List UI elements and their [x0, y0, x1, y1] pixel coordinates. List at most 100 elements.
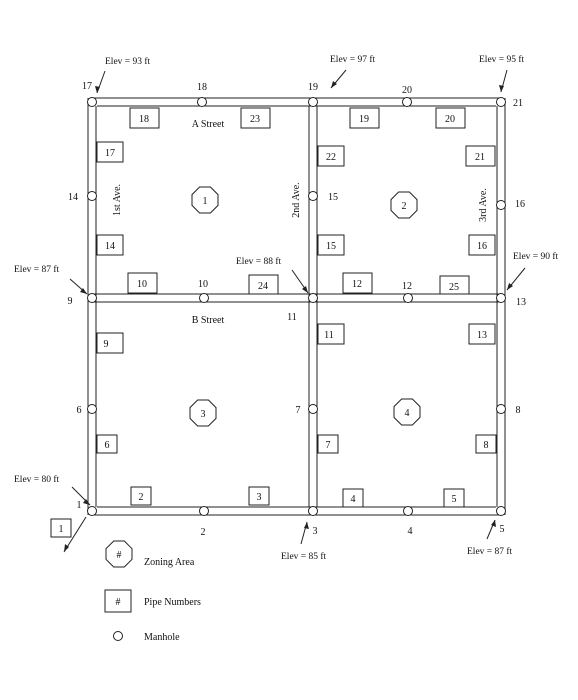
a-street-label: A Street: [192, 119, 225, 130]
pipe-box-2: [130, 486, 152, 506]
manhole-9: [87, 293, 97, 303]
pipe-label-24: 24: [258, 281, 268, 292]
third-ave-label: 3rd Ave.: [478, 188, 489, 222]
pipe-label-8: 8: [484, 440, 489, 451]
pipe-box-14: [96, 234, 124, 256]
zone-label-2: 2: [402, 201, 407, 212]
legend-pipe-box: [104, 589, 132, 613]
pipe-box-25: [439, 275, 470, 295]
outlet-arrowhead: [64, 544, 69, 552]
node-label-14: 14: [68, 192, 78, 203]
pipe-label-12: 12: [352, 279, 362, 290]
pipe-box-10: [127, 272, 158, 294]
node-label-17: 17: [82, 81, 92, 92]
node-label-6: 6: [77, 405, 82, 416]
pipe-box-6: [96, 434, 118, 454]
manhole-1: [87, 506, 97, 516]
zone-octagon-3: [189, 399, 217, 427]
elev-label-node-19: Elev = 97 ft: [330, 54, 376, 65]
manhole-13: [496, 293, 506, 303]
pipe-box-3: [248, 486, 270, 506]
pipe-label-18: 18: [139, 114, 149, 125]
manhole-18: [197, 97, 207, 107]
elev-label-node-3: Elev = 85 ft: [281, 551, 327, 562]
pipe-box-5: [443, 488, 465, 508]
pipe-box-11: [317, 323, 345, 345]
elev-arrowhead-node-11: [302, 286, 308, 293]
zone-label-1: 1: [203, 196, 208, 207]
elev-arrowhead-node-21: [499, 85, 504, 92]
elev-label-node-1: Elev = 80 ft: [14, 474, 60, 485]
legend-manhole-icon: [113, 631, 123, 641]
pipe-box-12: [342, 272, 373, 294]
pipe-label-1: 1: [59, 524, 64, 535]
pipe-box-21: [465, 145, 496, 167]
zone-octagon-2: [390, 191, 418, 219]
node-label-5: 5: [500, 524, 505, 535]
elev-label-node-17: Elev = 93 ft: [105, 56, 151, 67]
elev-label-node-13: Elev = 90 ft: [513, 251, 559, 262]
elev-arrowhead-node-17: [95, 86, 100, 93]
node-label-7: 7: [296, 405, 301, 416]
manhole-16: [496, 200, 506, 210]
manholes: [87, 97, 506, 516]
second-ave-label: 2nd Ave.: [291, 182, 302, 217]
first-ave-label: 1st Ave.: [112, 184, 123, 216]
legend-zoning-area-label: Zoning Area: [144, 557, 195, 568]
node-label-2: 2: [201, 527, 206, 538]
manhole-21: [496, 97, 506, 107]
manhole-2: [199, 506, 209, 516]
node-label-21: 21: [513, 98, 523, 109]
pipe-box-8: [475, 434, 497, 454]
pipe-label-2: 2: [139, 492, 144, 503]
pipe-label-5: 5: [452, 494, 457, 505]
pipe-label-6: 6: [105, 440, 110, 451]
legend-pipe-symbol: #: [116, 597, 121, 608]
pipe-box-7: [317, 434, 339, 454]
manhole-5: [496, 506, 506, 516]
zone-octagon-1: [191, 186, 219, 214]
pipe-box-1: [50, 518, 72, 538]
node-label-13: 13: [516, 297, 526, 308]
pipe-box-15: [317, 234, 345, 256]
legend-manhole-label: Manhole: [144, 632, 180, 643]
pipe-label-16: 16: [477, 241, 487, 252]
zone-octagon-4: [393, 398, 421, 426]
pipe-box-17: [96, 141, 124, 163]
pipe-label-19: 19: [359, 114, 369, 125]
zoning-areas: 1 2 3 4: [189, 186, 421, 427]
manhole-8: [496, 404, 506, 414]
pipe-label-4: 4: [351, 494, 356, 505]
pipe-box-23: [240, 107, 271, 129]
legend-zone-symbol: #: [117, 550, 122, 561]
node-label-16: 16: [515, 199, 525, 210]
node-label-19: 19: [308, 82, 318, 93]
node-label-18: 18: [197, 82, 207, 93]
pipe-label-23: 23: [250, 114, 260, 125]
manhole-11: [308, 293, 318, 303]
elev-arrowhead-node-1: [83, 499, 90, 505]
pipe-box-20: [435, 107, 466, 129]
pipe-box-9: [96, 332, 124, 354]
elev-arrowhead-node-3: [304, 522, 309, 529]
legend-zone-octagon: [105, 540, 133, 568]
pipe-label-13: 13: [477, 330, 487, 341]
manhole-15: [308, 191, 318, 201]
elevation-annotations: Elev = 93 ft Elev = 97 ft Elev = 95 ft E…: [14, 54, 559, 562]
pipe-label-3: 3: [257, 492, 262, 503]
pipe-box-18: [129, 107, 160, 129]
elev-label-node-21: Elev = 95 ft: [479, 54, 525, 65]
node-label-20: 20: [402, 85, 412, 96]
node-label-8: 8: [516, 405, 521, 416]
node-labels: 17 18 19 20 21 14 15 16 9 10 11 12 13 6 …: [68, 81, 527, 538]
pipe-label-17: 17: [105, 148, 115, 159]
legend: # Zoning Area # Pipe Numbers Manhole: [104, 540, 201, 643]
pipe-box-4: [342, 488, 364, 508]
pipe-label-22: 22: [326, 152, 336, 163]
manhole-4: [403, 506, 413, 516]
node-label-10: 10: [198, 279, 208, 290]
elev-label-node-11: Elev = 88 ft: [236, 256, 282, 267]
pipe-box-22: [317, 145, 345, 167]
